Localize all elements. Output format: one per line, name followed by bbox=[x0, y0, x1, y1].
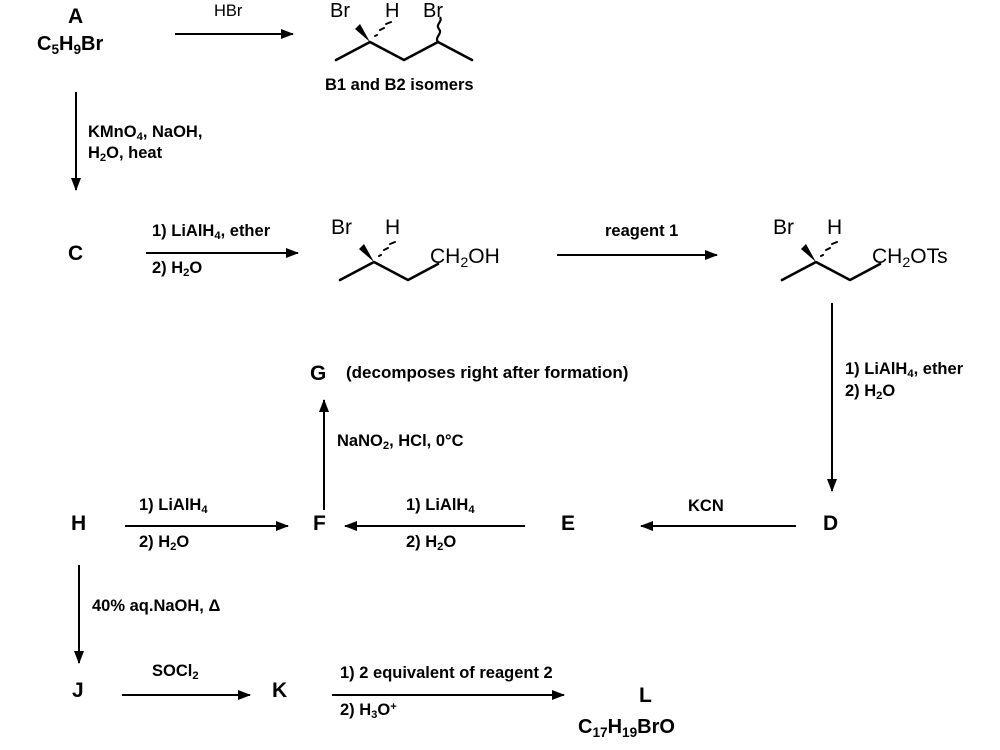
group-label-ch2oh: CH2OH bbox=[430, 245, 500, 271]
compound-label-e: E bbox=[561, 512, 576, 535]
reagent-c-step1: 1) LiAlH4, ether bbox=[152, 222, 271, 243]
atom-label-br-alcohol: Br bbox=[331, 216, 352, 239]
arrow-a-to-b bbox=[175, 33, 293, 35]
compound-label-g: G bbox=[310, 362, 327, 385]
reagent-d-step2: 2) H2O bbox=[845, 382, 896, 403]
reagent-nano2-hcl: NaNO2, HCl, 0°C bbox=[337, 432, 464, 453]
reagent-socl2: SOCl2 bbox=[152, 662, 199, 683]
arrow-alcohol-to-tosylate bbox=[557, 254, 717, 256]
compound-label-d: D bbox=[823, 512, 839, 535]
atom-label-br-right-b: Br bbox=[423, 0, 443, 22]
structure-b-dibromopentane bbox=[322, 2, 492, 74]
group-label-ch2ots: CH2OTs bbox=[872, 245, 948, 271]
arrow-c-to-alcohol bbox=[146, 252, 298, 254]
reagent-e-to-f-step1: 1) LiAlH4 bbox=[406, 496, 475, 517]
compound-label-h: H bbox=[71, 512, 87, 535]
reagent-d-step1: 1) LiAlH4, ether bbox=[845, 360, 964, 381]
compound-label-c: C bbox=[68, 242, 84, 265]
structure-bromo-tosylate bbox=[772, 228, 902, 288]
reagent-naoh-delta: 40% aq.NaOH, Δ bbox=[92, 597, 221, 615]
compound-label-j: J bbox=[72, 679, 84, 702]
arrow-h-to-j bbox=[78, 565, 80, 663]
reagent-k-to-l-step1: 1) 2 equivalent of reagent 2 bbox=[340, 664, 553, 682]
arrow-tosylate-to-d bbox=[831, 303, 833, 491]
reagent-kmno4-line1: KMnO4, NaOH, bbox=[88, 123, 203, 144]
arrow-j-to-k bbox=[122, 694, 250, 696]
arrow-k-to-l bbox=[332, 694, 564, 696]
reagent-1-label: reagent 1 bbox=[605, 222, 679, 240]
note-g-decomposes: (decomposes right after formation) bbox=[346, 363, 629, 382]
reagent-kcn: KCN bbox=[688, 497, 724, 515]
atom-label-h-tosylate: H bbox=[827, 216, 843, 239]
atom-label-h-alcohol: H bbox=[385, 216, 401, 239]
reagent-h-to-f-step1: 1) LiAlH4 bbox=[139, 496, 208, 517]
compound-label-f: F bbox=[313, 512, 327, 535]
reagent-e-to-f-step2: 2) H2O bbox=[406, 533, 457, 554]
reagent-c-step2: 2) H2O bbox=[152, 259, 203, 280]
arrow-f-to-g bbox=[323, 400, 325, 510]
reagent-h-to-f-step2: 2) H2O bbox=[139, 533, 190, 554]
reagent-k-to-l-step2: 2) H3O+ bbox=[340, 701, 397, 722]
atom-label-h-b: H bbox=[385, 0, 400, 22]
reagent-hbr: HBr bbox=[214, 2, 243, 20]
arrow-e-to-f bbox=[345, 525, 525, 527]
compound-formula-l: C17H19BrO bbox=[578, 716, 675, 740]
atom-label-br-tosylate: Br bbox=[773, 216, 794, 239]
compound-label-l: L bbox=[639, 684, 653, 707]
compound-label-k: K bbox=[272, 679, 288, 702]
compound-label-a: A bbox=[68, 5, 84, 28]
compound-formula-a: C5H9Br bbox=[37, 33, 104, 57]
arrow-d-to-e bbox=[641, 525, 796, 527]
caption-b-isomers: B1 and B2 isomers bbox=[325, 76, 474, 94]
atom-label-br-left-b: Br bbox=[330, 0, 350, 22]
reagent-kmno4-line2: H2O, heat bbox=[88, 144, 163, 165]
structure-bromo-alcohol bbox=[330, 228, 460, 288]
arrow-a-to-c bbox=[75, 92, 77, 190]
arrow-h-to-f bbox=[125, 525, 288, 527]
